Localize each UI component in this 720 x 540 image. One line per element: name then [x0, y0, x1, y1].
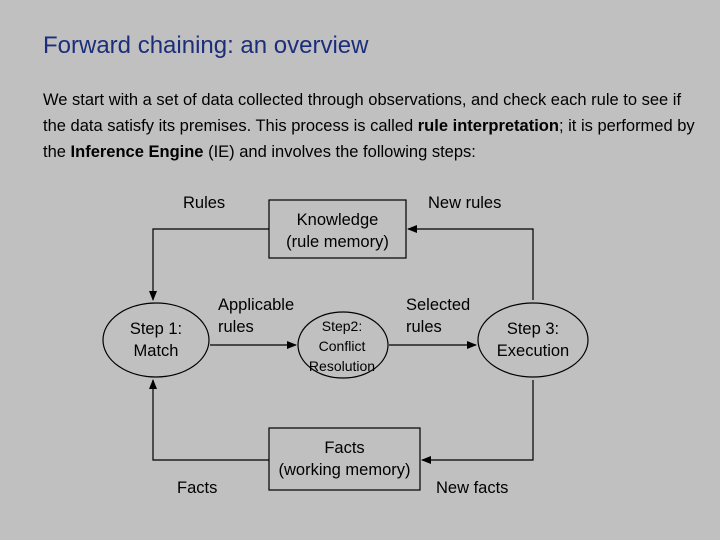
new-facts-label: New facts [436, 479, 509, 497]
selected-rules-label: Selected rules [406, 294, 470, 338]
step3-to-knowledge-arrow [407, 225, 534, 300]
step3-to-facts-arrow [421, 380, 534, 464]
facts-to-step1-arrow [149, 379, 269, 461]
knowledge-rule-memory-box [268, 199, 407, 259]
rules-label: Rules [183, 194, 226, 212]
step3-label-line2: Execution [496, 342, 570, 360]
new-rules-label: New rules [428, 194, 502, 212]
step2-label-line2: Conflict [318, 338, 366, 354]
step3-label-line1: Step 3: [506, 320, 560, 338]
step2-label-line3: Resolution [308, 358, 376, 374]
facts-working-memory-label: Facts (working memory) [269, 437, 420, 481]
intro-bold-rule-interpretation: rule interpretation [417, 117, 559, 135]
facts-working-memory-line2: (working memory) [278, 461, 411, 479]
step1-label-line2: Match [133, 342, 179, 360]
knowledge-label-line1: Knowledge [296, 211, 379, 229]
knowledge-label: Knowledge (rule memory) [269, 209, 406, 253]
rules-to-step1-arrow [149, 228, 269, 301]
step2-label-line1: Step2: [321, 318, 363, 334]
intro-text-3: (IE) and involves the following steps: [203, 143, 476, 161]
intro-text-2: ; it is performed by the [43, 117, 695, 161]
facts-working-memory-line1: Facts [324, 439, 365, 457]
selected-rules-line1: Selected [406, 296, 471, 314]
knowledge-label-line2: (rule memory) [286, 233, 389, 251]
facts-working-memory-box [268, 427, 421, 491]
step3-label: Step 3: Execution [478, 318, 588, 362]
step1-label-line1: Step 1: [129, 320, 183, 338]
selected-rules-line2: rules [406, 318, 442, 336]
intro-text-1: We start with a set of data collected th… [43, 91, 682, 135]
applicable-rules-line1: Applicable [218, 296, 295, 314]
slide-title: Forward chaining: an overview [43, 32, 369, 59]
intro-bold-inference-engine: Inference Engine [70, 143, 204, 161]
step3-execution-ellipse [477, 302, 589, 378]
step1-match-ellipse [102, 302, 210, 378]
step2-conflict-resolution-ellipse [297, 311, 389, 379]
intro-paragraph: We start with a set of data collected th… [43, 87, 703, 165]
applicable-rules-label: Applicable rules [218, 294, 294, 338]
step2-label: Step2: Conflict Resolution [296, 316, 388, 376]
facts-input-label: Facts [177, 479, 218, 497]
step1-label: Step 1: Match [103, 318, 209, 362]
applicable-rules-line2: rules [218, 318, 254, 336]
